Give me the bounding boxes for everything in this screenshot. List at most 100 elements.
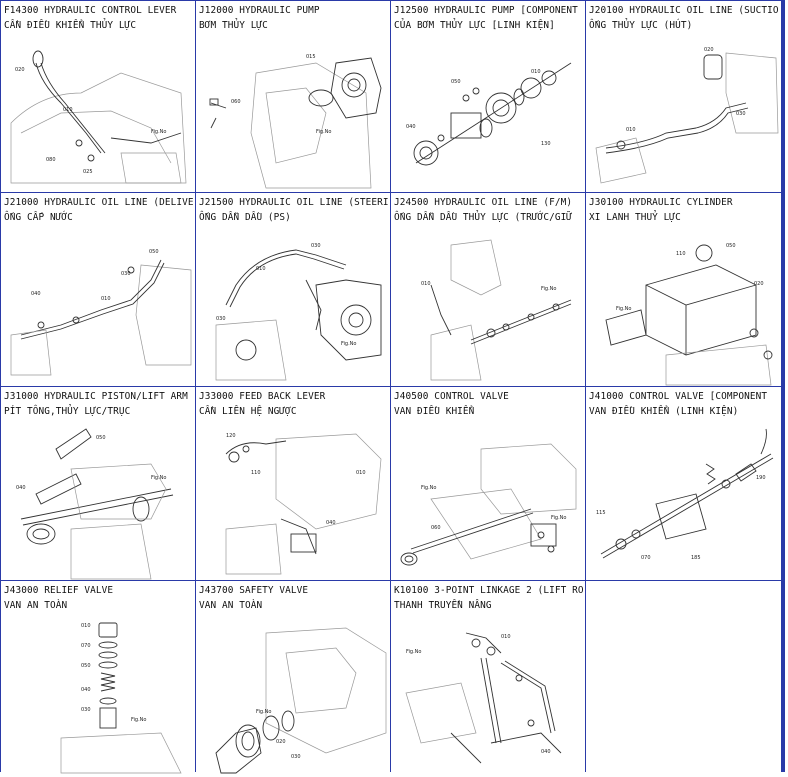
cell-title-en: J31000 HYDRAULIC PISTON/LIFT ARM bbox=[4, 391, 188, 402]
svg-text:Fig.No: Fig.No bbox=[406, 649, 421, 655]
catalog-cell-j24500[interactable]: J24500 HYDRAULIC OIL LINE (F/M) ỐNG DẪN … bbox=[391, 193, 585, 386]
cell-title-en: K10100 3-POINT LINKAGE 2 (LIFT ROD) bbox=[394, 585, 583, 596]
svg-text:050: 050 bbox=[149, 249, 159, 255]
cell-title-vi: VAN ĐIỀU KHIỂN (LINH KIỆN) bbox=[589, 406, 739, 417]
cell-title: J43700 SAFETY VALVE VAN AN TOÀN bbox=[199, 583, 388, 613]
catalog-cell-j41000[interactable]: J41000 CONTROL VALVE [COMPONENT VAN ĐIỀU… bbox=[586, 387, 781, 580]
svg-text:Fig.No: Fig.No bbox=[151, 129, 166, 135]
svg-text:060: 060 bbox=[431, 525, 441, 531]
cell-title-vi: ỐNG DẪN DẦU THỦY LỰC (TRƯỚC/GIỮ bbox=[394, 212, 573, 223]
catalog-cell-f14300[interactable]: F14300 HYDRAULIC CONTROL LEVER CẦN ĐIỀU … bbox=[1, 1, 195, 192]
svg-text:Fig.No: Fig.No bbox=[541, 286, 556, 292]
cell-title-en: J33000 FEED BACK LEVER bbox=[199, 391, 326, 402]
svg-text:010: 010 bbox=[63, 107, 73, 113]
svg-text:015: 015 bbox=[306, 54, 316, 60]
svg-text:Fig.No: Fig.No bbox=[151, 475, 166, 481]
cell-title: J21000 HYDRAULIC OIL LINE (DELIVERY) ỐNG… bbox=[4, 195, 193, 225]
cell-title-vi: BƠM THỦY LỰC bbox=[199, 20, 268, 31]
cell-title-en: J24500 HYDRAULIC OIL LINE (F/M) bbox=[394, 197, 573, 208]
cell-title-vi: ỐNG THỦY LỰC (HÚT) bbox=[589, 20, 693, 31]
catalog-cell-j31000[interactable]: J31000 HYDRAULIC PISTON/LIFT ARM PÍT TÔN… bbox=[1, 387, 195, 580]
svg-text:040: 040 bbox=[326, 520, 336, 526]
svg-text:030: 030 bbox=[216, 316, 226, 322]
cell-title: J24500 HYDRAULIC OIL LINE (F/M) ỐNG DẪN … bbox=[394, 195, 583, 225]
cell-title: J20100 HYDRAULIC OIL LINE (SUCTION) ỐNG … bbox=[589, 3, 779, 33]
svg-text:010: 010 bbox=[626, 127, 636, 133]
cell-title-vi: CẦN ĐIỀU KHIỂN THỦY LỰC bbox=[4, 20, 137, 31]
svg-text:030: 030 bbox=[736, 111, 746, 117]
svg-text:030: 030 bbox=[291, 754, 301, 760]
catalog-cell-j33000[interactable]: J33000 FEED BACK LEVER CẦN LIÊN HỆ NGƯỢC… bbox=[196, 387, 390, 580]
svg-text:070: 070 bbox=[81, 643, 91, 649]
svg-text:010: 010 bbox=[81, 623, 91, 629]
cell-title: J12000 HYDRAULIC PUMP BƠM THỦY LỰC bbox=[199, 3, 388, 33]
cell-title-vi: VAN AN TOÀN bbox=[4, 600, 68, 611]
cell-title-en: J21000 HYDRAULIC OIL LINE (DELIVERY) bbox=[4, 197, 193, 208]
svg-text:Fig.No: Fig.No bbox=[316, 129, 331, 135]
cell-title-en: J21500 HYDRAULIC OIL LINE (STEERING bbox=[199, 197, 388, 208]
svg-text:110: 110 bbox=[676, 251, 686, 257]
svg-text:020: 020 bbox=[704, 47, 714, 53]
cell-title-en: F14300 HYDRAULIC CONTROL LEVER bbox=[4, 5, 177, 16]
empty-cell bbox=[586, 581, 781, 774]
svg-text:050: 050 bbox=[726, 243, 736, 249]
svg-text:030: 030 bbox=[311, 243, 321, 249]
cell-title-en: J40500 CONTROL VALVE bbox=[394, 391, 509, 402]
svg-text:Fig.No: Fig.No bbox=[131, 717, 146, 723]
cell-title-en: J30100 HYDRAULIC CYLINDER bbox=[589, 197, 733, 208]
cell-title: J21500 HYDRAULIC OIL LINE (STEERING ỐNG … bbox=[199, 195, 388, 225]
cell-title-en: J20100 HYDRAULIC OIL LINE (SUCTION) bbox=[589, 5, 779, 16]
catalog-cell-j21000[interactable]: J21000 HYDRAULIC OIL LINE (DELIVERY) ỐNG… bbox=[1, 193, 195, 386]
svg-text:040: 040 bbox=[541, 749, 551, 755]
cell-title: J40500 CONTROL VALVE VAN ĐIỀU KHIỂN bbox=[394, 389, 583, 419]
catalog-cell-k10100[interactable]: K10100 3-POINT LINKAGE 2 (LIFT ROD) THAN… bbox=[391, 581, 585, 774]
svg-text:020: 020 bbox=[754, 281, 764, 287]
cell-title: J31000 HYDRAULIC PISTON/LIFT ARM PÍT TÔN… bbox=[4, 389, 193, 419]
svg-text:010: 010 bbox=[531, 69, 541, 75]
svg-text:025: 025 bbox=[83, 169, 93, 175]
svg-text:040: 040 bbox=[16, 485, 26, 491]
cell-title-vi: VAN ĐIỀU KHIỂN bbox=[394, 406, 475, 417]
cell-title-vi: ỐNG CẤP NƯỚC bbox=[4, 212, 73, 223]
svg-text:060: 060 bbox=[231, 99, 241, 105]
cell-title-vi: THANH TRUYỀN NÂNG bbox=[394, 600, 492, 611]
cell-title: J30100 HYDRAULIC CYLINDER XI LANH THUỶ L… bbox=[589, 195, 779, 225]
svg-text:080: 080 bbox=[46, 157, 56, 163]
svg-text:115: 115 bbox=[596, 510, 606, 516]
cell-title: J43000 RELIEF VALVE VAN AN TOÀN bbox=[4, 583, 193, 613]
cell-title-en: J43000 RELIEF VALVE bbox=[4, 585, 114, 596]
cell-title: K10100 3-POINT LINKAGE 2 (LIFT ROD) THAN… bbox=[394, 583, 583, 613]
svg-text:010: 010 bbox=[421, 281, 431, 287]
svg-text:050: 050 bbox=[96, 435, 106, 441]
catalog-cell-j30100[interactable]: J30100 HYDRAULIC CYLINDER XI LANH THUỶ L… bbox=[586, 193, 781, 386]
catalog-cell-j21500[interactable]: J21500 HYDRAULIC OIL LINE (STEERING ỐNG … bbox=[196, 193, 390, 386]
catalog-cell-j40500[interactable]: J40500 CONTROL VALVE VAN ĐIỀU KHIỂN Fig.… bbox=[391, 387, 585, 580]
svg-text:040: 040 bbox=[81, 687, 91, 693]
svg-text:050: 050 bbox=[451, 79, 461, 85]
cell-title-vi: CẦN LIÊN HỆ NGƯỢC bbox=[199, 406, 297, 417]
cell-title-vi: VAN AN TOÀN bbox=[199, 600, 263, 611]
catalog-cell-j12000[interactable]: J12000 HYDRAULIC PUMP BƠM THỦY LỰC 015 06… bbox=[196, 1, 390, 192]
cell-title: J33000 FEED BACK LEVER CẦN LIÊN HỆ NGƯỢC bbox=[199, 389, 388, 419]
cell-title-en: J12000 HYDRAULIC PUMP bbox=[199, 5, 320, 16]
svg-text:070: 070 bbox=[641, 555, 651, 561]
catalog-cell-j20100[interactable]: J20100 HYDRAULIC OIL LINE (SUCTION) ỐNG … bbox=[586, 1, 781, 192]
parts-diagram-icon: 020 030 010 bbox=[595, 47, 779, 184]
cell-title-vi: CỦA BƠM THỦY LỰC [LINH KIỆN] bbox=[394, 20, 555, 31]
catalog-cell-j12500[interactable]: J12500 HYDRAULIC PUMP [COMPONENT CỦA BƠM… bbox=[391, 1, 585, 192]
